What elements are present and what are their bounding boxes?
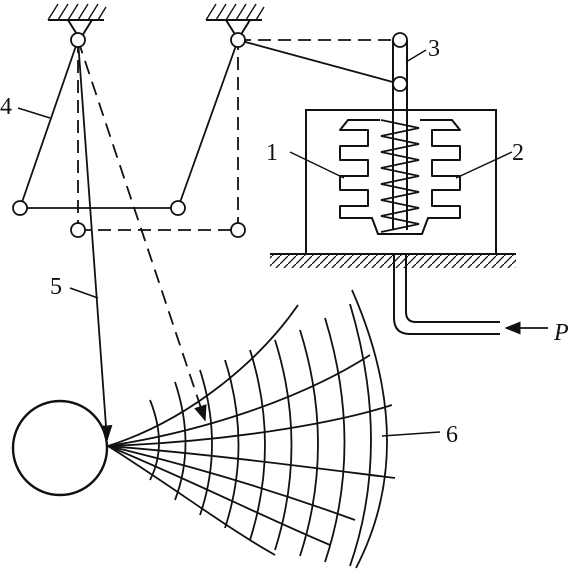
label-2: 2: [512, 140, 524, 166]
label-pressure: P: [553, 320, 569, 346]
pivot-left: [70, 32, 86, 48]
leader-lines: [17, 49, 513, 437]
pointer-solid: [77, 39, 113, 442]
pivot-right: [230, 32, 246, 48]
dial-scale: [107, 289, 396, 569]
hub-wheel: [11, 399, 109, 497]
label-6: 6: [446, 422, 458, 448]
joints: [12, 32, 408, 238]
joint-b: [170, 200, 186, 216]
rod-joint: [392, 76, 408, 92]
bellows: [339, 119, 461, 235]
pressure-inlet-pipe: [393, 254, 500, 335]
joint-a: [12, 200, 28, 216]
label-4: 4: [0, 94, 12, 120]
pointer-dashed: [77, 39, 207, 422]
left-ground-support: [47, 3, 107, 37]
label-3: 3: [428, 36, 440, 62]
joint-c: [70, 222, 86, 238]
label-1: 1: [266, 140, 278, 166]
linkage-dashed: [77, 39, 400, 231]
linkage-solid: [19, 39, 401, 209]
spring: [380, 119, 420, 233]
right-ground-support: [205, 3, 265, 37]
push-rod: [392, 40, 408, 230]
label-5: 5: [50, 274, 62, 300]
joint-d: [230, 222, 246, 238]
rod-top-joint: [392, 32, 408, 48]
